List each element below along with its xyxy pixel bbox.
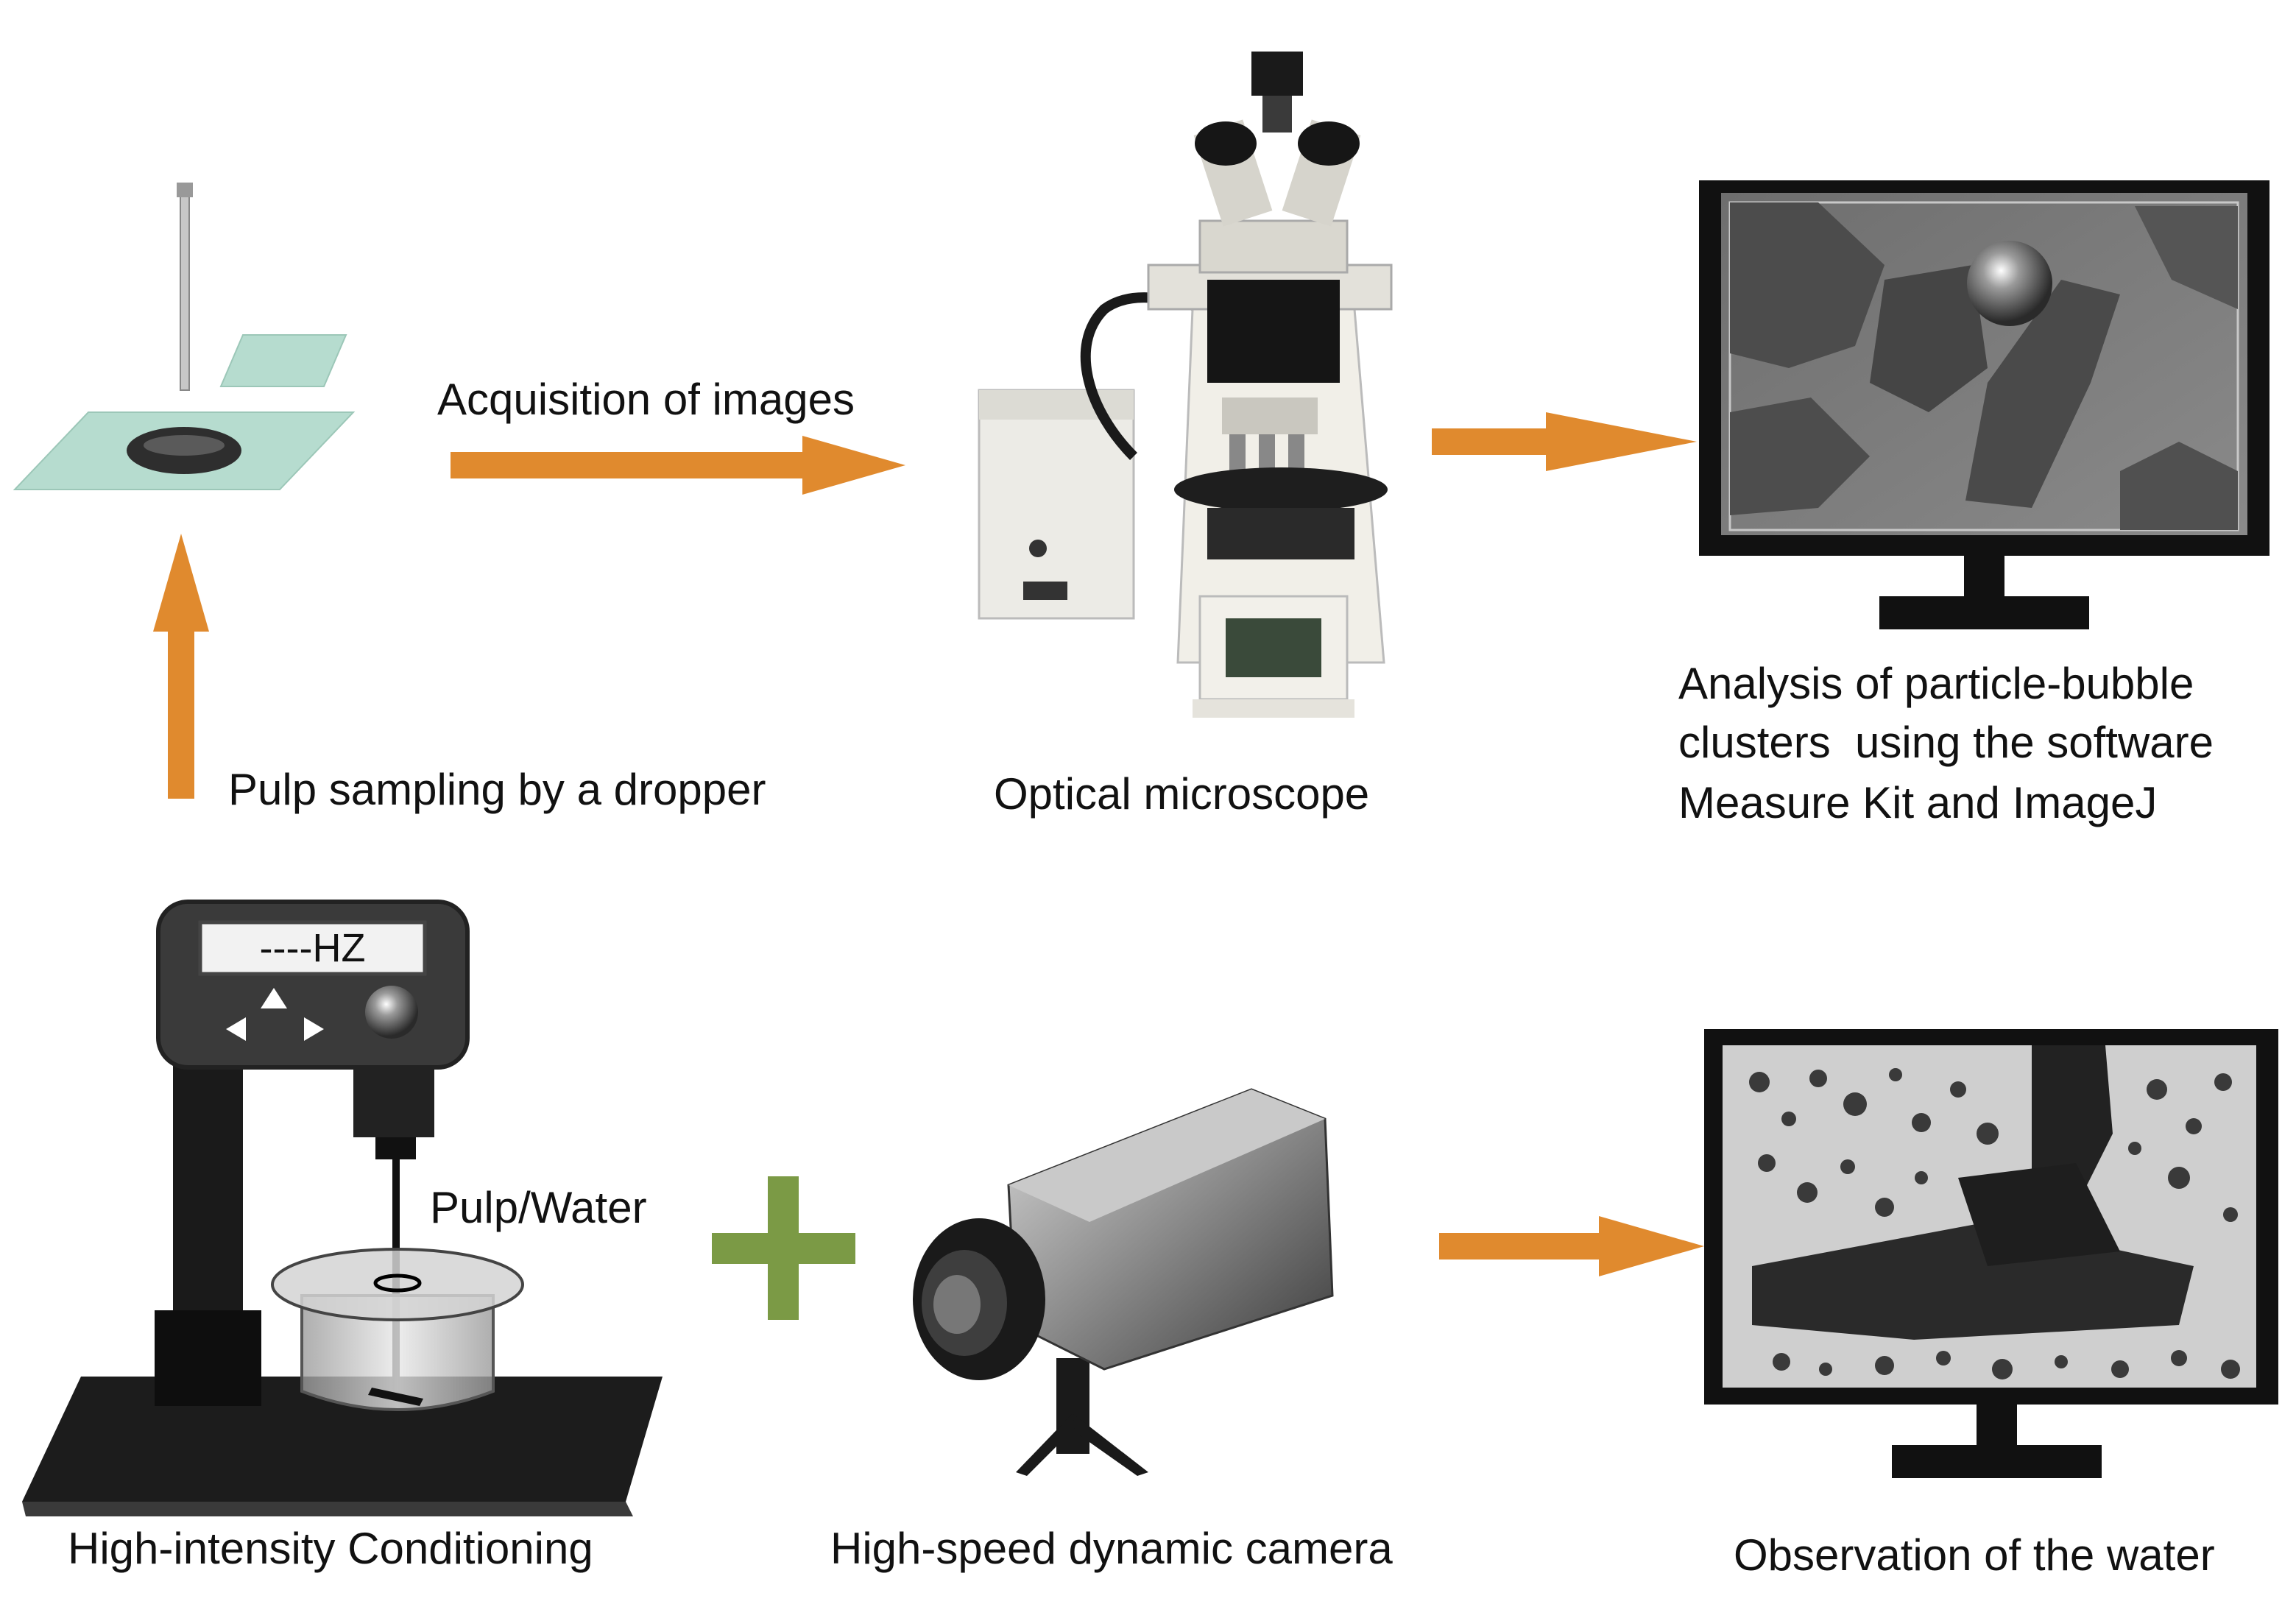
cover-slip-icon <box>219 334 347 387</box>
arrow-to-observation-monitor <box>1439 1216 1704 1276</box>
stirrer-illustration <box>22 900 663 1516</box>
analysis-label-line-2: clusters using the software <box>1678 718 2214 767</box>
control-knob-icon <box>365 986 418 1039</box>
optical-microscope-illustration <box>978 52 1393 718</box>
arrow-to-microscope <box>451 436 905 495</box>
arrow-left-icon <box>226 1017 246 1041</box>
camera-lens-icon <box>933 1275 981 1334</box>
high-intensity-label: High-intensity Conditioning <box>68 1524 593 1573</box>
bubble-icon <box>1967 241 2052 326</box>
observation-label: Observation of the water <box>1734 1530 2215 1580</box>
slide-dropper-illustration <box>13 183 356 490</box>
arrow-right-icon <box>304 1017 324 1041</box>
high-speed-camera-illustration <box>913 1088 1334 1476</box>
plus-icon <box>712 1176 855 1320</box>
observation-monitor <box>1704 1029 2278 1478</box>
optical-microscope-label: Optical microscope <box>994 769 1370 819</box>
arrow-up-icon <box>261 988 287 1008</box>
analysis-label-line-1: Analysis of particle-bubble <box>1678 659 2194 708</box>
arrow-to-analysis-monitor <box>1432 412 1697 471</box>
pulp-sampling-label: Pulp sampling by a dropper <box>228 765 766 814</box>
analysis-monitor <box>1699 180 2269 629</box>
bubble-cluster <box>1749 1068 2240 1379</box>
high-speed-camera-label: High-speed dynamic camera <box>830 1524 1393 1573</box>
acquisition-label: Acquisition of images <box>437 375 855 424</box>
impeller-icon <box>368 1388 423 1406</box>
pulp-water-label: Pulp/Water <box>430 1183 647 1232</box>
beaker-icon <box>300 1294 495 1411</box>
frequency-display <box>198 920 427 976</box>
up-arrow <box>153 534 209 799</box>
analysis-label-line-3: Measure Kit and ImageJ <box>1678 778 2158 827</box>
frequency-display-text: ----HZ <box>259 926 366 970</box>
